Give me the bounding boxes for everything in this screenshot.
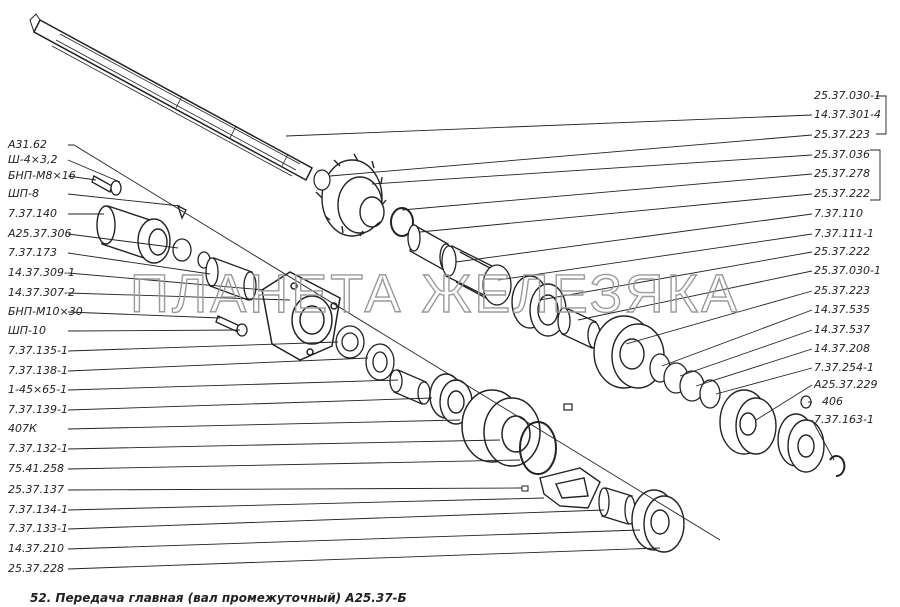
label-left-5: А25.37.306 [7,227,72,240]
label-right-7: 7.37.111-1 [814,227,874,240]
label-right-1: 14.37.301-4 [814,108,881,121]
leader-lines-right [285,95,887,461]
right-part-labels: 25.37.030-1 14.37.301-4 25.37.223 25.37.… [813,89,881,426]
label-left-6: 7.37.173 [8,246,57,259]
bolt-m10 [215,315,248,337]
label-left-18: 25.37.137 [8,483,64,496]
label-left-2: БНП-М8×16 [8,169,76,182]
label-left-12: 7.37.138-1 [8,364,68,377]
cylindrical-cup [96,205,171,264]
output-gear [631,489,685,553]
label-left-9: БНП-М10×30 [8,305,83,318]
leader-lines-left [67,144,721,570]
label-right-14: 7.37.254-1 [814,361,874,374]
label-right-5: 25.37.222 [814,187,870,200]
label-left-3: ШП-8 [8,187,39,200]
label-left-1: Ш-4×3,2 [8,153,57,166]
seal-ring [519,421,557,475]
bearing-ring-2 [365,343,395,381]
figure-caption: 52. Передача главная (вал промежуточный)… [30,591,407,605]
label-left-8: 14.37.307-2 [8,286,75,299]
label-left-21: 14.37.210 [8,542,64,555]
bevel-gear [315,153,387,237]
label-left-14: 7.37.139-1 [8,403,68,416]
spacer-sleeve [205,257,257,301]
label-right-10: 25.37.223 [814,284,870,297]
bearing-housing [261,271,341,361]
label-right-17: 7.37.163-1 [814,413,874,426]
coupling-sleeve [511,275,567,337]
label-left-20: 7.37.133-1 [8,522,68,535]
label-left-7: 14.37.309-1 [8,266,75,279]
label-right-8: 25.37.222 [814,245,870,258]
pin [521,485,529,492]
label-left-16: 7.37.132-1 [8,442,68,455]
left-part-labels: А31.62 Ш-4×3,2 БНП-М8×16 ШП-8 7.37.140 А… [7,138,83,575]
splined-hub [441,245,512,306]
bushing [598,487,636,525]
snap-ring [390,207,414,237]
flange-nut [172,238,211,269]
label-right-12: 14.37.537 [814,323,870,336]
thrust-washers [649,353,721,409]
label-left-4: 7.37.140 [8,207,57,220]
label-left-17: 75.41.258 [8,462,64,475]
watermark: ПЛАНЕТА ЖЕЛЕЗЯКА [130,264,740,324]
label-right-2: 25.37.223 [814,128,870,141]
roller-bearing [389,369,431,405]
retaining-ring [829,455,846,478]
spline-shaft [29,13,313,182]
spur-gear-small [719,389,777,455]
label-right-13: 14.37.208 [814,342,870,355]
label-right-9: 25.37.030-1 [814,264,881,277]
label-left-22: 25.37.228 [8,562,64,575]
label-right-4: 25.37.278 [814,167,870,180]
shift-fork [539,467,601,509]
label-right-16: 406 [822,395,843,408]
key [563,403,573,411]
label-left-11: 7.37.135-1 [8,344,68,357]
label-left-13: 1-45×65-1 [8,383,67,396]
bolt-and-washer [91,175,187,220]
label-right-15: А25.37.229 [813,378,878,391]
label-right-11: 14.37.535 [814,303,870,316]
label-left-15: 407К [8,422,38,435]
ball-bearing-406 [777,413,825,473]
label-left-10: ШП-10 [8,324,46,337]
label-left-19: 7.37.134-1 [8,503,68,516]
label-left-0: А31.62 [7,138,47,151]
label-right-6: 7.37.110 [814,207,863,220]
bearing-ring-1 [335,325,365,359]
label-right-3: 25.37.036 [814,148,870,161]
washer [313,169,331,191]
label-right-0: 25.37.030-1 [814,89,881,102]
gear-housing [461,389,541,467]
